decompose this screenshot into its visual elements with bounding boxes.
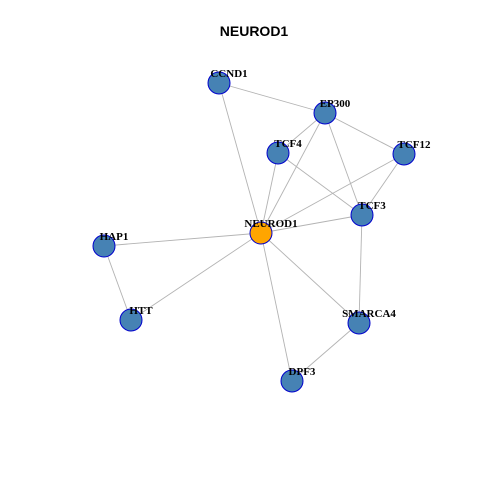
node-circle-tcf3	[350, 203, 374, 227]
edge-smarca4-dpf3	[291, 322, 360, 382]
node-label-tcf4: TCF4	[274, 138, 302, 150]
node-label-neurod1: NEUROD1	[244, 218, 297, 230]
node-circle-neurod1	[249, 221, 273, 245]
node-neurod1: NEUROD1	[244, 218, 298, 245]
edge-hap1-htt	[103, 245, 132, 321]
node-circle-tcf12	[392, 142, 416, 166]
node-label-ccnd1: CCND1	[210, 68, 247, 80]
edge-hap1-neurod1	[103, 232, 262, 247]
node-label-ep300: EP300	[320, 98, 351, 110]
node-label-tcf3: TCF3	[358, 200, 386, 212]
node-label-smarca4: SMARCA4	[342, 308, 396, 320]
graph-title: NEUROD1	[220, 23, 289, 39]
edge-htt-neurod1	[130, 232, 262, 321]
edge-tcf4-tcf3	[277, 152, 363, 216]
node-label-dpf3: DPF3	[289, 366, 316, 378]
node-htt: HTT	[119, 305, 153, 332]
edge-tcf3-smarca4	[358, 214, 363, 324]
node-ccnd1: CCND1	[207, 68, 248, 95]
edge-neurod1-dpf3	[260, 232, 293, 382]
node-circle-dpf3	[280, 369, 304, 393]
node-label-tcf12: TCF12	[398, 139, 432, 151]
node-circle-ccnd1	[207, 71, 231, 95]
node-tcf4: TCF4	[266, 138, 302, 165]
edge-neurod1-smarca4	[260, 232, 360, 324]
node-smarca4: SMARCA4	[342, 308, 396, 335]
node-tcf3: TCF3	[350, 200, 386, 227]
edge-ep300-neurod1	[260, 112, 326, 234]
edge-ccnd1-neurod1	[218, 82, 262, 234]
edge-ccnd1-ep300	[218, 82, 326, 114]
node-circle-ep300	[313, 101, 337, 125]
node-circle-tcf4	[266, 141, 290, 165]
edge-tcf3-neurod1	[260, 214, 363, 234]
edge-ep300-tcf3	[324, 112, 363, 216]
node-circle-hap1	[92, 234, 116, 258]
edge-ep300-tcf12	[324, 112, 405, 155]
node-label-hap1: HAP1	[100, 231, 129, 243]
node-ep300: EP300	[313, 98, 351, 125]
edge-tcf12-neurod1	[260, 153, 405, 234]
edge-tcf12-tcf3	[361, 153, 405, 216]
node-label-htt: HTT	[129, 305, 153, 317]
edge-layer	[103, 82, 405, 382]
edge-tcf4-neurod1	[260, 152, 279, 234]
node-dpf3: DPF3	[280, 366, 316, 393]
node-tcf12: TCF12	[392, 139, 432, 166]
node-hap1: HAP1	[92, 231, 129, 258]
node-circle-htt	[119, 308, 143, 332]
node-circle-smarca4	[347, 311, 371, 335]
